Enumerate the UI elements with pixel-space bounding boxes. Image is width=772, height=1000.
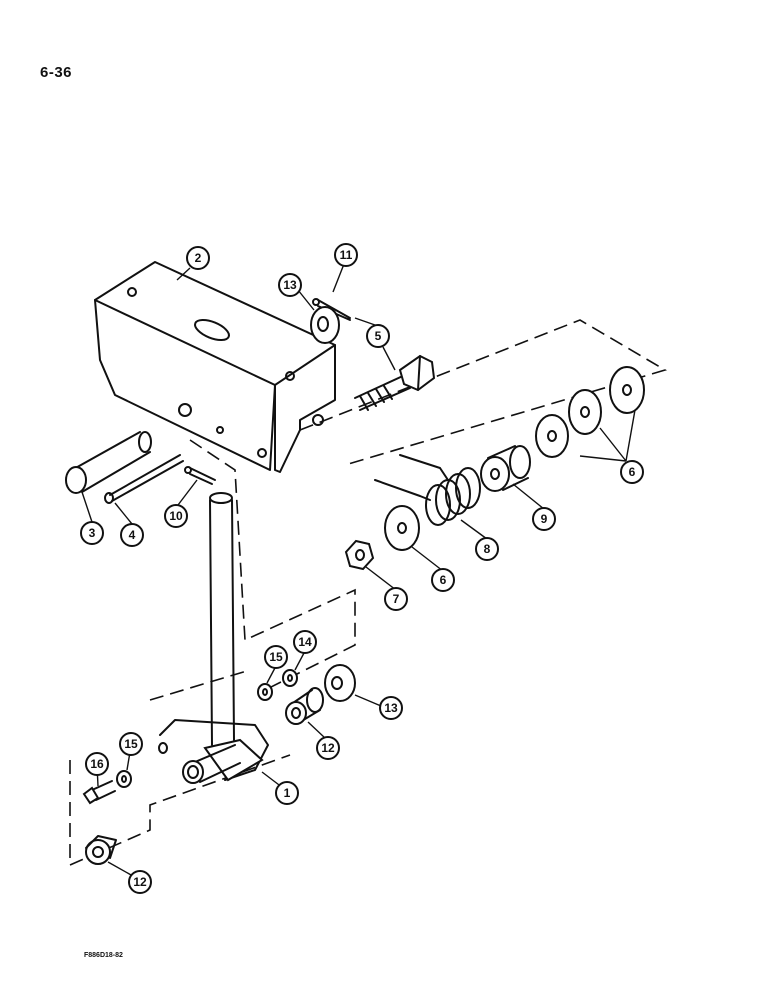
bracket-part: [94, 261, 336, 473]
washer-stack: [384, 366, 645, 551]
callout-11: 11: [334, 243, 358, 267]
page-number: 6-36: [40, 64, 73, 81]
washer-13-lower: [324, 664, 356, 702]
callout-12a: 12: [316, 736, 340, 760]
callout-3: 3: [80, 521, 104, 545]
bushing-12-lower: [85, 835, 117, 865]
callout-7: 7: [384, 587, 408, 611]
callout-8: 8: [475, 537, 499, 561]
callout-12b: 12: [128, 870, 152, 894]
svg-text:12: 12: [133, 875, 147, 889]
svg-text:10: 10: [169, 509, 183, 523]
svg-text:7: 7: [393, 592, 400, 606]
cotter-pin-left: [184, 466, 216, 485]
svg-text:8: 8: [484, 542, 491, 556]
nut-14: [282, 669, 298, 687]
svg-text:5: 5: [375, 329, 382, 343]
callout-15b: 15: [119, 732, 143, 756]
bolt-part: [354, 354, 436, 411]
svg-text:2: 2: [195, 251, 202, 265]
spring-pin: [104, 454, 184, 504]
callout-6a: 6: [620, 460, 644, 484]
svg-text:11: 11: [340, 248, 353, 262]
svg-text:13: 13: [283, 278, 297, 292]
callout-13b: 13: [379, 696, 403, 720]
svg-text:6: 6: [440, 573, 447, 587]
callout-16: 16: [85, 752, 109, 776]
callout-2: 2: [186, 246, 210, 270]
spacer-bushing: [480, 445, 531, 492]
callout-13a: 13: [278, 273, 302, 297]
svg-text:14: 14: [298, 635, 312, 649]
callout-5: 5: [366, 324, 390, 348]
svg-text:3: 3: [89, 526, 96, 540]
callout-6b: 6: [431, 568, 455, 592]
svg-text:9: 9: [541, 512, 548, 526]
svg-text:13: 13: [384, 701, 398, 715]
leader-lines: [81, 263, 636, 881]
callout-10: 10: [164, 504, 188, 528]
washer-15-upper: [257, 683, 273, 701]
washer-top: [310, 306, 340, 344]
svg-text:16: 16: [90, 757, 104, 771]
bushing-12-upper: [285, 687, 324, 725]
callout-9: 9: [532, 507, 556, 531]
washer-15-lower: [116, 770, 132, 788]
callout-14: 14: [293, 630, 317, 654]
svg-text:4: 4: [129, 528, 136, 542]
torsion-spring: [374, 454, 481, 526]
callout-4: 4: [120, 523, 144, 547]
capscrew-16: [82, 780, 116, 805]
hex-nut: [344, 539, 375, 571]
svg-text:6: 6: [629, 465, 636, 479]
lever-shaft: [158, 492, 269, 784]
clevis-pin: [65, 431, 152, 494]
svg-text:15: 15: [124, 737, 138, 751]
svg-text:15: 15: [269, 650, 283, 664]
svg-text:1: 1: [284, 786, 291, 800]
callout-15a: 15: [264, 645, 288, 669]
figure-code: F886D18-82: [84, 952, 123, 959]
callout-1: 1: [275, 781, 299, 805]
svg-text:12: 12: [321, 741, 335, 755]
